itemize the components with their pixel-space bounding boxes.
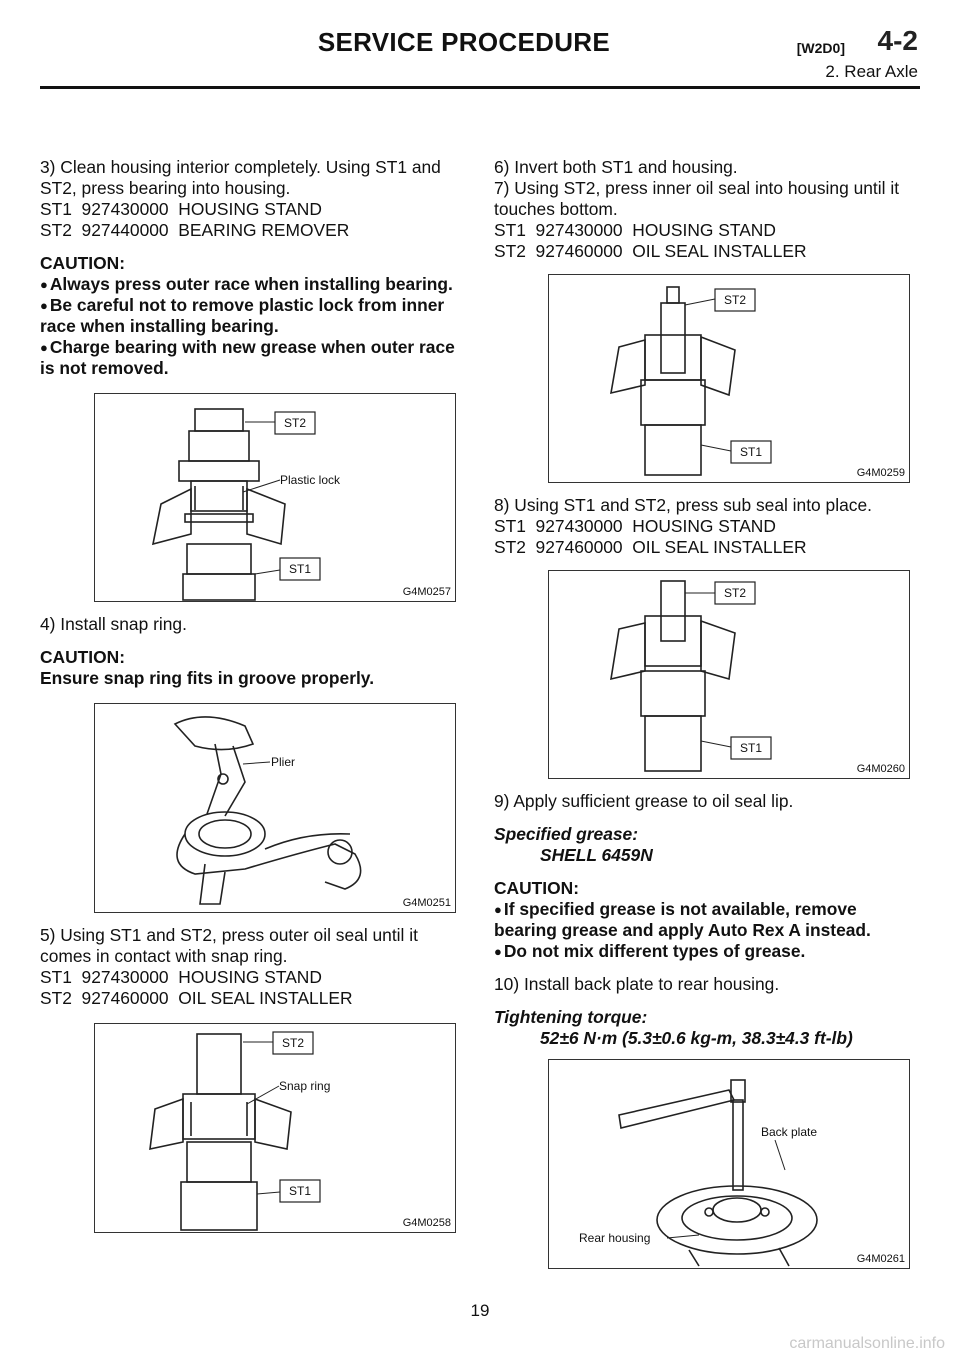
step-9-spec-heading: Specified grease:	[494, 824, 639, 844]
fig5-label-st1: ST1	[740, 741, 762, 755]
step-5-st1: ST1 927430000 HOUSING STAND	[40, 967, 322, 987]
step-4-caution-1: Ensure snap ring fits in groove properly…	[40, 668, 375, 688]
step-10-torque-value: 52±6 N·m (5.3±0.6 kg-m, 38.3±4.3 ft-lb)	[540, 1028, 853, 1048]
figure-g4m0257-drawing: ST2 Plastic lock ST1	[151, 408, 341, 601]
step-5-st2: ST2 927460000 OIL SEAL INSTALLER	[40, 988, 353, 1008]
figure-g4m0259: ST2 ST1 G4M0259	[548, 274, 910, 483]
fig1-label-plastic-lock: Plastic lock	[280, 473, 341, 487]
figure-g4m0259-drawing: ST2 ST1	[610, 286, 772, 476]
step-7-st1: ST1 927430000 HOUSING STAND	[494, 220, 776, 240]
step-7-st2: ST2 927460000 OIL SEAL INSTALLER	[494, 241, 807, 261]
fig2-label-plier: Plier	[271, 755, 295, 769]
header-title: SERVICE PROCEDURE	[317, 27, 610, 57]
step-3-caution-3: Charge bearing with new grease when oute…	[40, 337, 456, 379]
step-3-st2: ST2 927440000 BEARING REMOVER	[40, 220, 350, 240]
fig3-label-st1: ST1	[289, 1184, 311, 1198]
figure-g4m0261-drawing: Back plate Rear housing	[579, 1079, 818, 1267]
fig6-label-rear-housing: Rear housing	[579, 1231, 650, 1245]
step-10-text: 10) Install back plate to rear housing.	[494, 974, 780, 994]
step-5-text: 5) Using ST1 and ST2, press outer oil se…	[40, 925, 418, 966]
step-6-text: 6) Invert both ST1 and housing.	[494, 157, 738, 177]
figure-g4m0258-drawing: ST2 Snap ring ST1	[149, 1031, 330, 1231]
left-column: 3) Clean housing interior completely. Us…	[40, 157, 456, 1233]
fig6-label-back-plate: Back plate	[761, 1125, 817, 1139]
step-3-st1: ST1 927430000 HOUSING STAND	[40, 199, 322, 219]
step-3-caution-heading: CAUTION:	[40, 253, 126, 273]
fig1-label-st2: ST2	[284, 416, 306, 430]
header-code: [W2D0]	[796, 40, 845, 56]
figure-code: G4M0260	[856, 763, 905, 775]
fig4-label-st1: ST1	[740, 445, 762, 459]
figure-code: G4M0259	[856, 467, 905, 479]
figure-g4m0251: Plier G4M0251	[94, 703, 456, 913]
page-header: SERVICE PROCEDURE [W2D0] 4-2 2. Rear Axl…	[40, 22, 920, 92]
figure-g4m0260-drawing: ST2 ST1	[610, 580, 772, 772]
step-3-text: 3) Clean housing interior completely. Us…	[40, 157, 441, 198]
page-number: 19	[470, 1301, 490, 1320]
figure-g4m0258: ST2 Snap ring ST1 G4M0258	[94, 1023, 456, 1233]
right-column: 6) Invert both ST1 and housing. 7) Using…	[494, 157, 910, 1269]
figure-code: G4M0261	[856, 1253, 905, 1265]
step-4-caution-heading: CAUTION:	[40, 647, 126, 667]
header-section: 4-2	[877, 25, 918, 56]
figure-code: G4M0258	[402, 1217, 451, 1229]
figure-code: G4M0257	[402, 586, 451, 598]
fig5-label-st2: ST2	[724, 586, 746, 600]
step-9-caution-heading: CAUTION:	[494, 878, 580, 898]
fig1-label-st1: ST1	[289, 562, 311, 576]
figure-g4m0257: ST2 Plastic lock ST1 G4M0257	[94, 393, 456, 602]
step-4-text: 4) Install snap ring.	[40, 614, 187, 634]
watermark: carmanualsonline.info	[789, 1335, 945, 1352]
step-3-caution-1: Always press outer race when installing …	[40, 274, 456, 295]
fig3-label-snap-ring: Snap ring	[279, 1079, 330, 1093]
step-8-text: 8) Using ST1 and ST2, press sub seal int…	[494, 495, 872, 515]
step-10-torque-heading: Tightening torque:	[494, 1007, 648, 1027]
step-7-text: 7) Using ST2, press inner oil seal into …	[494, 178, 900, 219]
step-9-caution-1: If specified grease is not available, re…	[494, 899, 910, 941]
figure-g4m0260: ST2 ST1 G4M0260	[548, 570, 910, 779]
step-8-st2: ST2 927460000 OIL SEAL INSTALLER	[494, 537, 807, 557]
step-9-text: 9) Apply sufficient grease to oil seal l…	[494, 791, 794, 811]
step-8-st1: ST1 927430000 HOUSING STAND	[494, 516, 776, 536]
step-3-caution-2: Be careful not to remove plastic lock fr…	[40, 295, 456, 337]
fig3-label-st2: ST2	[282, 1036, 304, 1050]
figure-code: G4M0251	[402, 897, 451, 909]
figure-g4m0251-drawing: Plier	[173, 716, 362, 905]
header-rule	[40, 86, 920, 89]
fig4-label-st2: ST2	[724, 293, 746, 307]
step-9-caution-2: Do not mix different types of grease.	[494, 941, 910, 962]
figure-g4m0261: Back plate Rear housing G4M0261	[548, 1059, 910, 1269]
step-9-spec-value: SHELL 6459N	[540, 845, 653, 865]
header-subtitle: 2. Rear Axle	[825, 62, 918, 81]
